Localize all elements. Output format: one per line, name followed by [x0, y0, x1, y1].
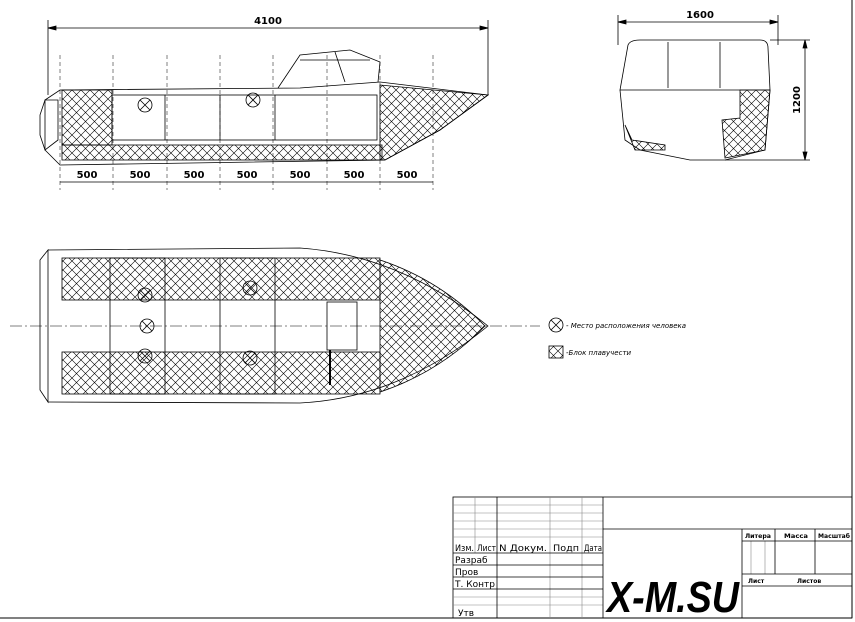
person-position-icon [137, 92, 261, 113]
segment-dimension: 500 [397, 170, 418, 181]
watermark: X-M.SU [604, 573, 740, 622]
row-checked: Пров [455, 568, 478, 578]
header-litera: Литера [745, 533, 771, 540]
legend-person-label: - Место расположения человека [566, 322, 686, 330]
top-view [10, 247, 540, 404]
header-mass: Масса [784, 533, 808, 540]
title-block-text: Изм. Лист N Докум. Подп Дата Разраб Пров… [454, 533, 850, 619]
sheets-label: Листов [797, 578, 821, 585]
segment-dimension: 500 [77, 170, 98, 181]
header-doc-number: N Докум. [499, 544, 547, 554]
header-scale: Масштаб [818, 533, 850, 540]
row-approved: Утв [458, 609, 474, 619]
legend: - Место расположения человека -Блок плав… [548, 317, 686, 359]
segment-dimension: 500 [344, 170, 365, 181]
legend-flotation-label: -Блок плавучести [566, 349, 632, 357]
sheet-label: Лист [748, 578, 765, 585]
header-date: Дата [584, 544, 602, 554]
row-developer: Разраб [455, 556, 488, 566]
header-signature: Подп [553, 544, 579, 554]
segment-dimension: 500 [237, 170, 258, 181]
header-list: Лист [477, 544, 496, 554]
segment-dimension: 500 [130, 170, 151, 181]
title-block [452, 496, 853, 619]
height-dimension: 1200 [792, 86, 803, 114]
person-position-icon [137, 280, 258, 366]
flotation-block-icon [548, 345, 564, 359]
width-dimension: 1600 [686, 10, 714, 21]
segment-dimensions: 500 500 500 500 500 500 500 [77, 170, 418, 181]
segment-dimension: 500 [184, 170, 205, 181]
header-izm: Изм. [455, 544, 474, 554]
person-position-icon [548, 317, 564, 333]
row-tech-control: Т. Контр [454, 580, 495, 590]
overall-length-dimension: 4100 [254, 16, 282, 27]
segment-dimension: 500 [290, 170, 311, 181]
front-view [617, 15, 810, 161]
side-view [39, 20, 490, 190]
